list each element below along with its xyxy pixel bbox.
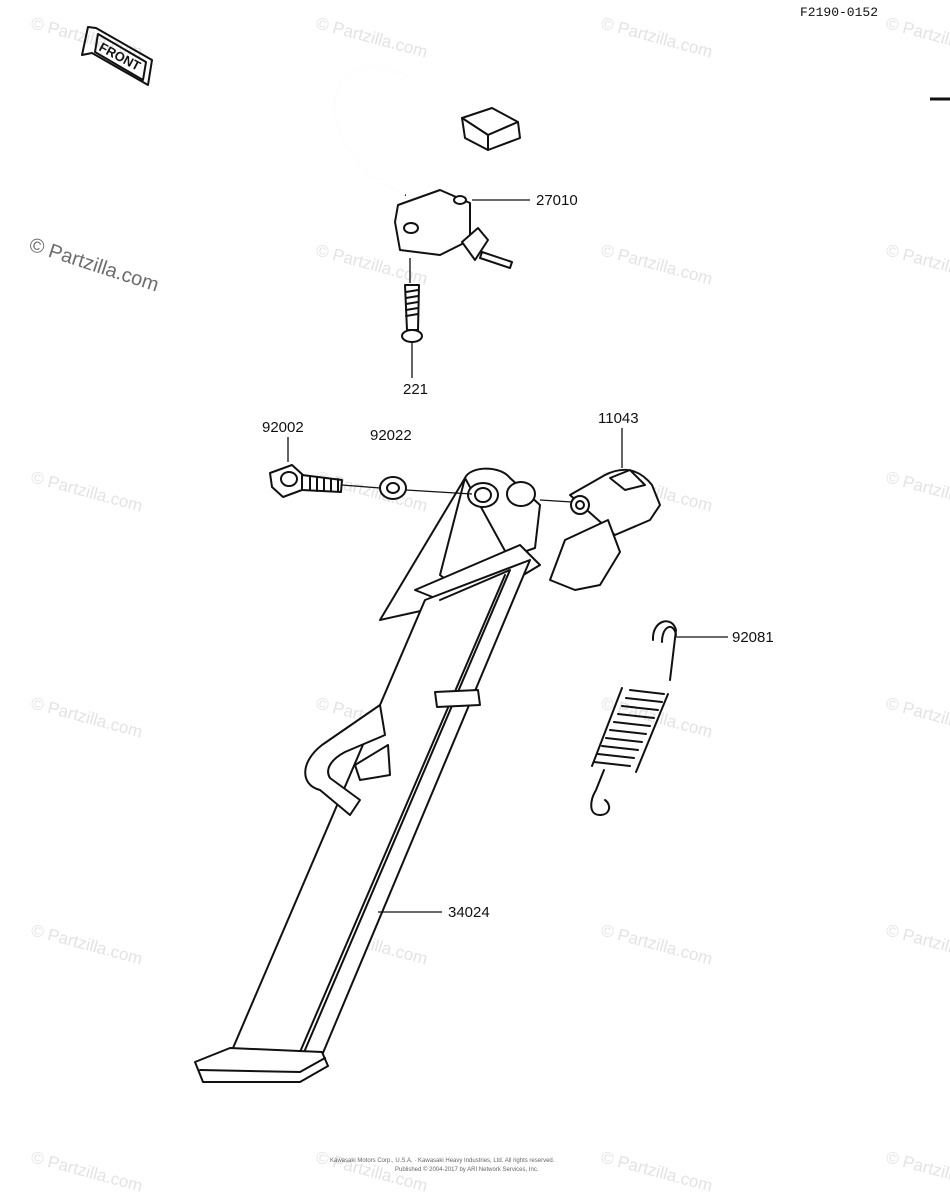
switch-bolt xyxy=(401,258,423,378)
copyright-line-2: Published © 2004-2017 by ARI Network Ser… xyxy=(395,1166,539,1173)
part-label-92022: 92022 xyxy=(370,427,412,444)
part-label-221: 221 xyxy=(403,381,428,398)
watermark: © Partzilla.com xyxy=(884,14,950,62)
watermark: © Partzilla.com xyxy=(884,694,950,742)
watermark: © Partzilla.com xyxy=(314,14,430,62)
stand-bracket xyxy=(539,468,661,591)
part-label-92081: 92081 xyxy=(732,629,774,646)
watermark: © Partzilla.com xyxy=(599,241,715,289)
side-stand-switch xyxy=(334,65,521,269)
watermark: © Partzilla.com xyxy=(884,921,950,969)
part-label-27010: 27010 xyxy=(536,192,578,209)
washer xyxy=(379,476,473,500)
watermark: © Partzilla.com xyxy=(29,694,145,742)
watermark: © Partzilla.com xyxy=(884,241,950,289)
pivot-bolt xyxy=(269,464,381,498)
part-label-11043: 11043 xyxy=(598,410,639,427)
part-label-92002: 92002 xyxy=(262,419,304,436)
watermark: © Partzilla.com xyxy=(884,1148,950,1196)
side-stand xyxy=(194,467,541,1083)
reference-code: F2190-0152 xyxy=(800,5,878,20)
watermark: © Partzilla.com xyxy=(29,468,145,516)
watermark: © Partzilla.com xyxy=(29,1148,145,1196)
part-label-34024: 34024 xyxy=(448,904,490,921)
watermark: © Partzilla.com xyxy=(599,14,715,62)
watermark: © Partzilla.com xyxy=(884,468,950,516)
watermark: © Partzilla.com xyxy=(599,1148,715,1196)
watermark-prominent: © Partzilla.com xyxy=(26,234,161,297)
return-spring xyxy=(590,620,677,816)
copyright-line-1: Kawasaki Motors Corp., U.S.A. · Kawasaki… xyxy=(330,1158,555,1164)
watermark: © Partzilla.com xyxy=(599,921,715,969)
watermark: © Partzilla.com xyxy=(29,921,145,969)
